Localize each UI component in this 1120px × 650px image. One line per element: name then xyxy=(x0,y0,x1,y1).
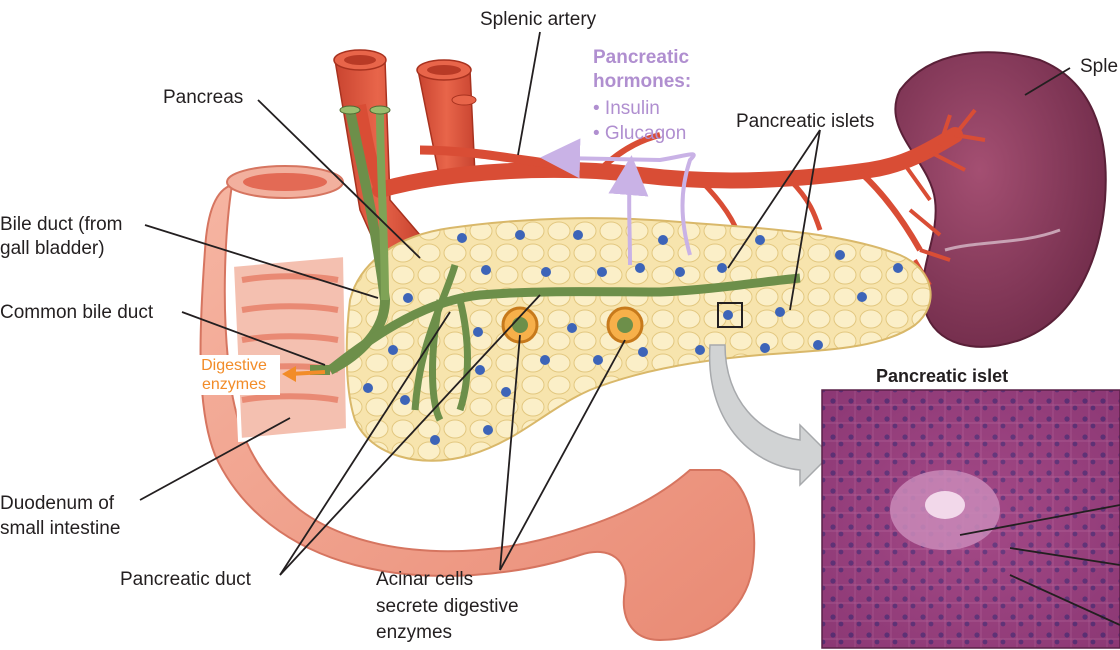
label-hormones-title-2: hormones: xyxy=(593,71,692,92)
label-pancreas: Pancreas xyxy=(163,87,244,108)
label-acinar-2: secrete digestive xyxy=(376,596,519,617)
pancreatic-islets xyxy=(363,230,903,445)
label-hormone-glucagon: • Glucagon xyxy=(593,123,687,144)
label-digestive-enzymes-2: enzymes xyxy=(201,376,267,393)
label-acinar-3: enzymes xyxy=(376,622,453,643)
label-splenic-artery: Splenic artery xyxy=(480,9,597,30)
label-acinar-1: Acinar cells xyxy=(376,569,474,590)
label-pancreatic-islets: Pancreatic islets xyxy=(736,111,875,132)
enzyme-arrowhead xyxy=(282,366,296,382)
label-hormones-title-1: Pancreatic xyxy=(593,47,690,68)
inset-title: Pancreatic islet xyxy=(876,366,1009,386)
zoom-arrow xyxy=(708,344,832,487)
label-duodenum-2: small intestine xyxy=(0,518,121,539)
label-common-bile-duct: Common bile duct xyxy=(0,302,154,323)
label-hormone-insulin: • Insulin xyxy=(593,98,660,119)
islet-micrograph xyxy=(821,389,1120,649)
label-spleen: Sple xyxy=(1080,56,1119,77)
label-digestive-enzymes-1: Digestive xyxy=(201,357,267,374)
bile-duct-system xyxy=(310,105,801,422)
duodenum xyxy=(199,165,756,642)
magnifier-box xyxy=(717,302,743,328)
label-duodenum-1: Duodenum of xyxy=(0,493,115,514)
label-bile-duct-1: Bile duct (from xyxy=(0,214,123,235)
label-pancreatic-duct: Pancreatic duct xyxy=(120,569,251,590)
hormone-arrows xyxy=(540,138,696,266)
label-bile-duct-2: gall bladder) xyxy=(0,238,105,259)
label-digestive-enzymes: Digestive enzymes xyxy=(188,355,280,395)
leader-lines xyxy=(139,31,1120,626)
